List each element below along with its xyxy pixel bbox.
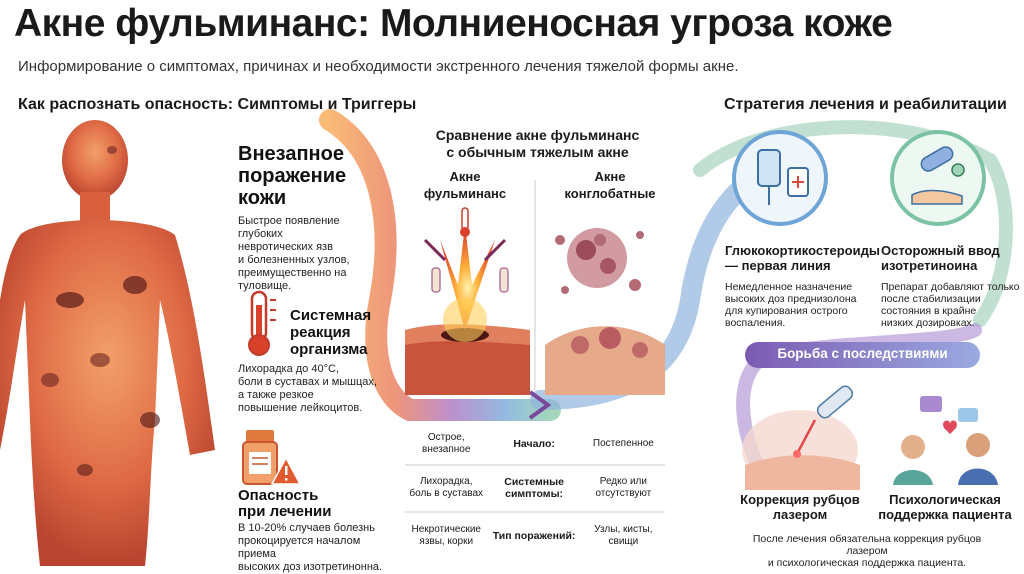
table-row: Острое,внезапное Начало: Постепенное bbox=[422, 432, 654, 455]
aftercare-banner bbox=[745, 342, 980, 368]
pill-bottle-icon bbox=[242, 430, 278, 485]
symptom-systemic-title: Системная реакция организма bbox=[290, 307, 372, 358]
page-title: Акне фульминанс: Молниеносная угроза кож… bbox=[14, 2, 893, 45]
flow-band-left bbox=[319, 109, 561, 421]
symptom-skin-block: Внезапное поражение кожи Быстрое появлен… bbox=[238, 143, 350, 292]
page-subtitle: Информирование о симптомах, причинах и н… bbox=[18, 58, 739, 75]
warning-icon bbox=[270, 456, 302, 485]
comparison-title: Сравнение акне фульминанс с обычным тяже… bbox=[435, 127, 640, 160]
people-talking-icon bbox=[893, 396, 998, 485]
comparison-table: Острое,внезапное Начало: Постепенное Лих… bbox=[403, 424, 668, 560]
conglobata-skin-illustration bbox=[545, 228, 665, 395]
fulminant-skin-illustration bbox=[405, 207, 530, 395]
joint-pain-icon bbox=[431, 267, 509, 293]
iv-drip-icon bbox=[732, 130, 828, 226]
pill-hand-icon bbox=[890, 130, 986, 226]
treatment-card-steroids: Глюкокортикостероиды— первая линия Немед… bbox=[725, 243, 880, 329]
treatment-danger-title: Опасность при лечении bbox=[238, 487, 332, 520]
thermometer-icon bbox=[248, 290, 276, 356]
column-fulminant-label: Акне фульминанс bbox=[423, 169, 507, 201]
flow-arrow bbox=[528, 390, 552, 420]
right-section-title: Стратегия лечения и реабилитации bbox=[724, 96, 1007, 113]
symptom-systemic-text: Лихорадка до 40°C, боли в суставах и мыш… bbox=[238, 363, 377, 414]
column-conglobata-label: Акне конглобатные bbox=[564, 169, 656, 201]
aftercare-footer: После лечения обязательна коррекция рубц… bbox=[752, 533, 982, 569]
treatment-danger-text: В 10-20% случаев болезнь прокоцируется н… bbox=[238, 522, 383, 573]
laser-icon bbox=[742, 385, 860, 490]
aftercare-banner-label: Борьба с последствиями bbox=[777, 346, 948, 361]
left-section-title: Как распознать опасность: Симптомы и Три… bbox=[18, 96, 417, 113]
human-body-icon bbox=[0, 120, 215, 566]
